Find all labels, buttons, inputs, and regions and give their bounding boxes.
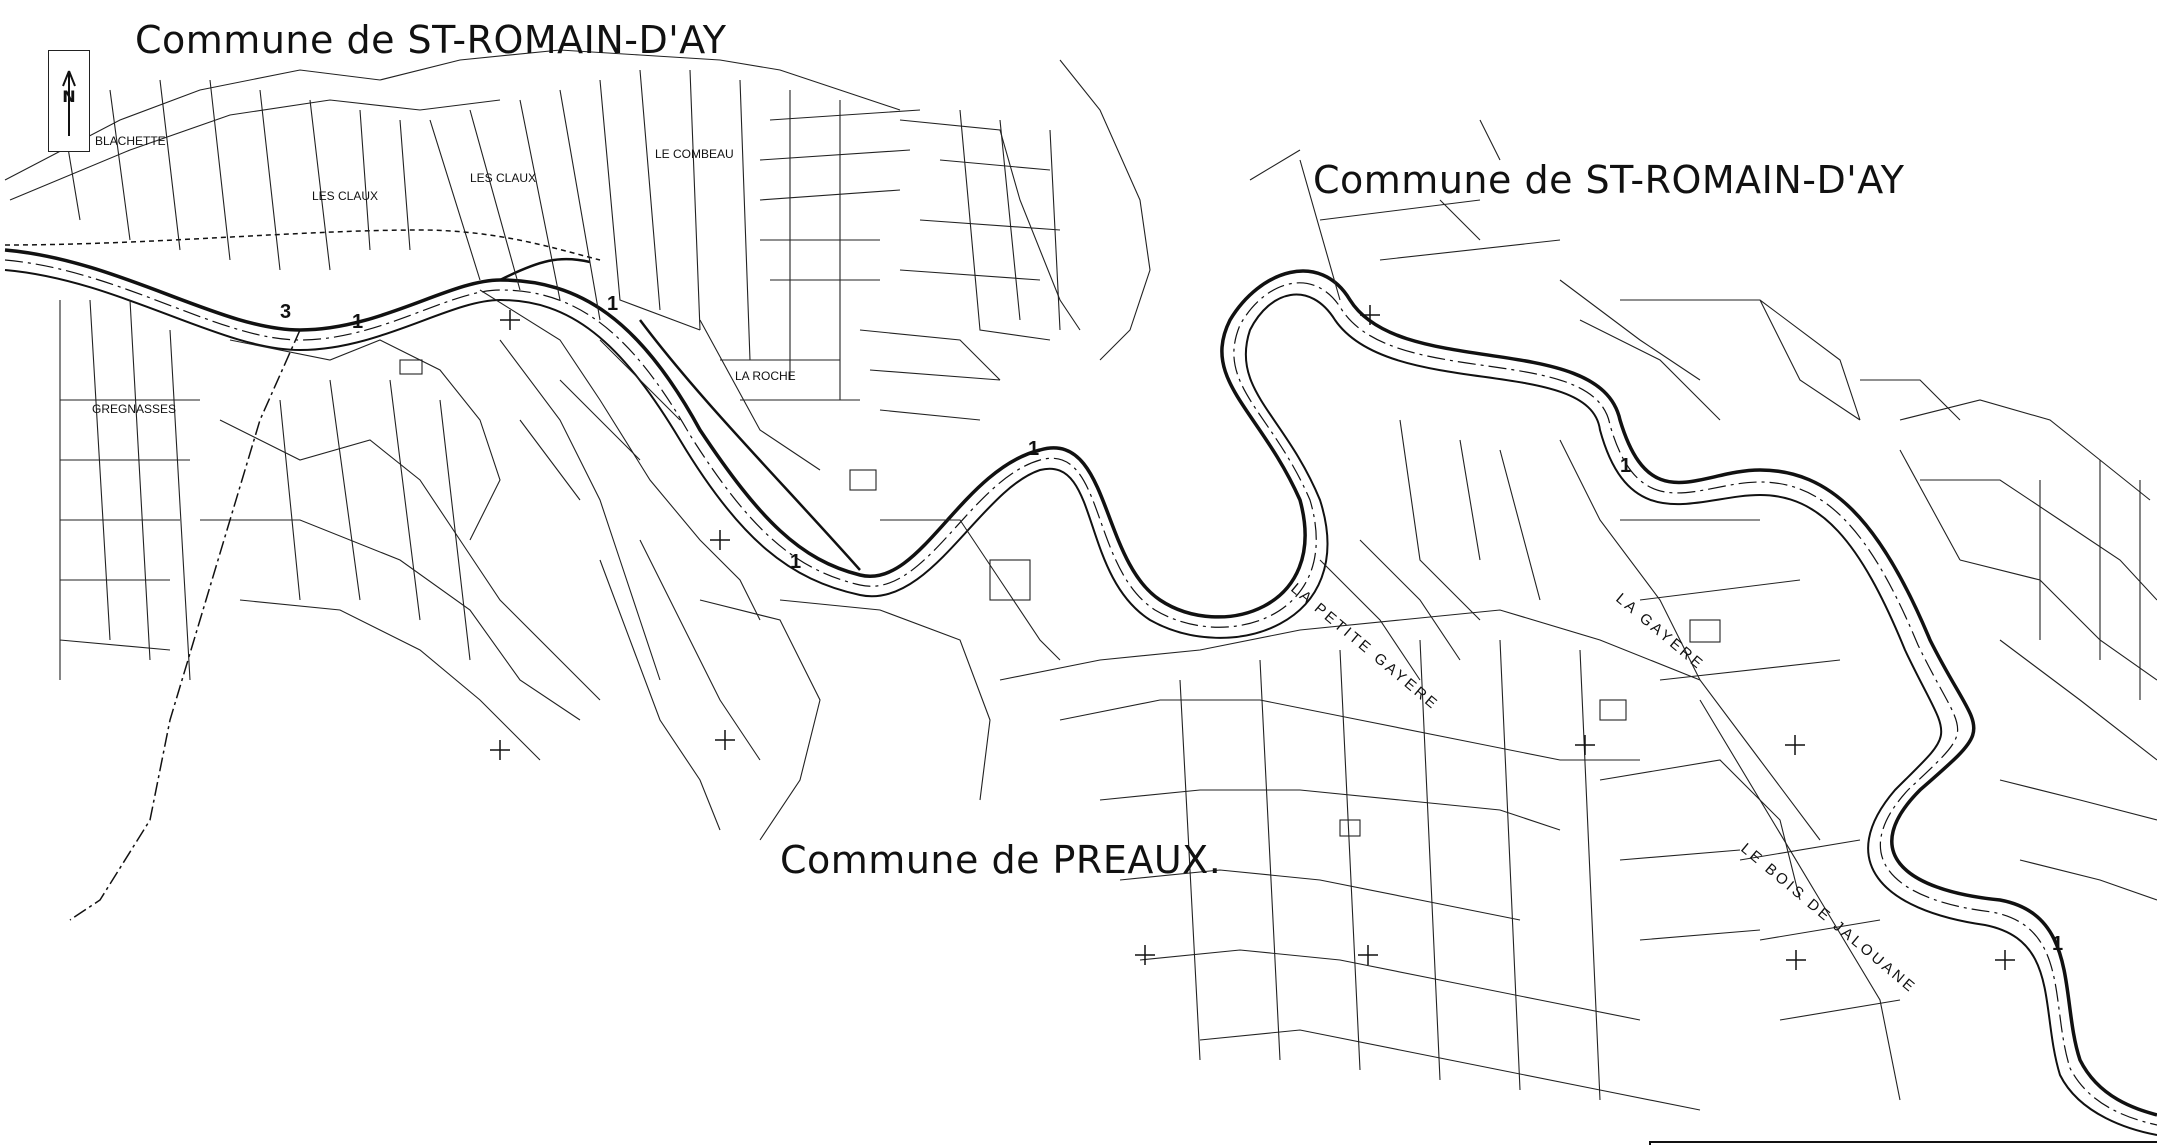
place-blachette: BLACHETTE (95, 134, 166, 148)
place-la-roche: LA ROCHE (735, 369, 796, 383)
route-marker-3: 3 (280, 301, 291, 323)
route-marker-1: 1 (1620, 455, 1631, 477)
north-arrow-icon (62, 70, 76, 136)
place-le-combeau: LE COMBEAU (655, 147, 734, 161)
route-marker-1: 1 (607, 293, 618, 315)
north-arrow: N (48, 50, 90, 152)
route-marker-1: 1 (790, 551, 801, 573)
commune-label-top-left: Commune de ST-ROMAIN-D'AY (135, 18, 727, 62)
commune-label-bottom: Commune de PREAUX. (780, 838, 1222, 882)
place-gregnasses: GREGNASSES (92, 402, 176, 416)
place-le-bois-de-jalouane: LE BOIS DE JALOUANE (1737, 840, 1919, 997)
place-la-petite-gayere: LA PETITE GAYERE (1287, 580, 1442, 714)
frame-edge (1649, 1141, 2157, 1145)
commune-label-top-right: Commune de ST-ROMAIN-D'AY (1313, 158, 1905, 202)
north-label: N (62, 87, 76, 106)
place-la-gayere: LA GAYERE (1612, 590, 1707, 674)
place-les-claux-1: LES CLAUX (470, 171, 536, 185)
route-marker-1: 1 (2052, 933, 2063, 955)
survey-crosses (490, 305, 2015, 970)
route-marker-1: 1 (1028, 438, 1039, 460)
river-band (4, 229, 2157, 1136)
place-les-claux-2: LES CLAUX (312, 189, 378, 203)
route-marker-1: 1 (352, 311, 363, 333)
parcel-lines (4, 49, 2157, 1111)
